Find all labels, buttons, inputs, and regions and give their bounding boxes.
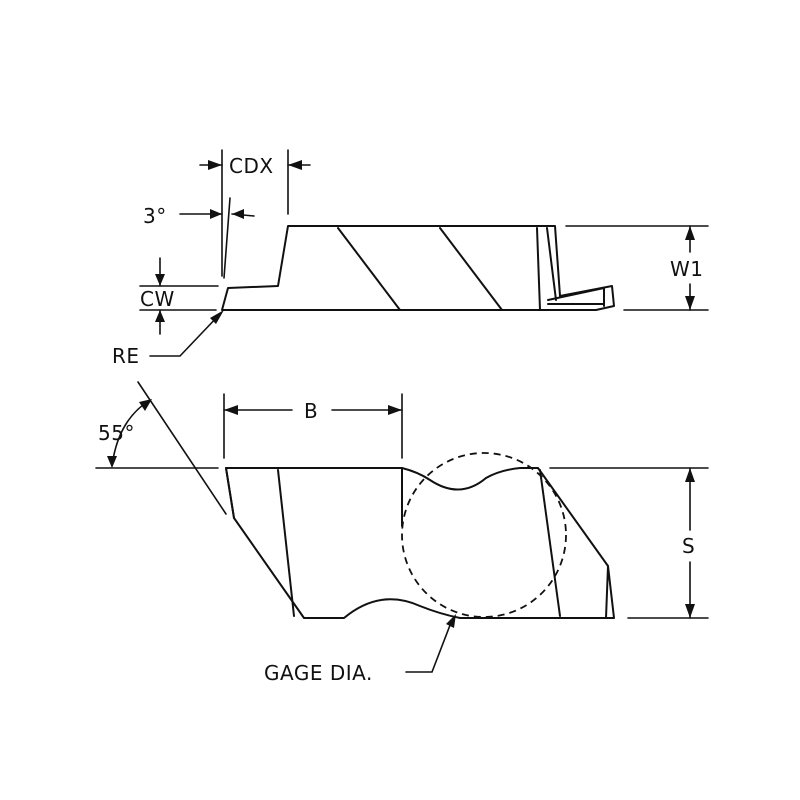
gage-arrow [446, 614, 456, 628]
b-arrow-right [388, 405, 402, 415]
angle-55-arrow-top [139, 399, 152, 411]
angle-3-arrow-right [232, 209, 244, 219]
angle-55-line [137, 381, 227, 515]
bottom-view-flute-line-1 [225, 467, 235, 519]
s-arrow-top [685, 468, 695, 482]
cdx-arrow-right [288, 160, 302, 170]
re-arrow [210, 310, 224, 324]
bottom-view-flute-line-2 [277, 469, 295, 617]
cw-label: CW [140, 287, 175, 311]
angle-55-label: 55° [98, 421, 135, 445]
top-view: CDX 3° CW W1 RE [112, 149, 709, 368]
bottom-view-outline [225, 467, 615, 619]
cw-arrow-top [155, 274, 165, 286]
cdx-arrow-left [208, 160, 222, 170]
bottom-view-flute-line-3 [539, 469, 561, 617]
b-arrow-left [224, 405, 238, 415]
top-view-tip-detail [547, 287, 605, 307]
angle-55-arrow-bottom [107, 456, 117, 468]
top-view-helix-line-2 [439, 227, 503, 311]
top-view-edge-line-2 [546, 227, 557, 301]
angle-3-arrow-left [210, 209, 222, 219]
w1-arrow-bottom [685, 296, 695, 310]
s-arrow-bottom [685, 604, 695, 618]
bottom-view-tip-line [605, 565, 609, 619]
top-view-edge-line [536, 227, 541, 311]
angle-3-label: 3° [143, 204, 167, 228]
gage-leader [405, 619, 453, 673]
re-leader [149, 313, 221, 357]
w1-label: W1 [670, 257, 704, 281]
w1-arrow-top [685, 226, 695, 240]
top-view-outline [221, 225, 615, 311]
top-view-helix-line-1 [337, 227, 401, 311]
angle-3-line [223, 197, 231, 279]
b-label: B [304, 399, 318, 423]
s-label: S [682, 534, 695, 558]
cdx-label: CDX [229, 154, 274, 178]
gage-label: GAGE DIA. [264, 661, 373, 685]
cw-arrow-bottom [155, 310, 165, 322]
bottom-view: 55° B S GAGE DIA. [95, 381, 709, 685]
gage-circle [401, 452, 567, 618]
re-label: RE [112, 344, 140, 368]
